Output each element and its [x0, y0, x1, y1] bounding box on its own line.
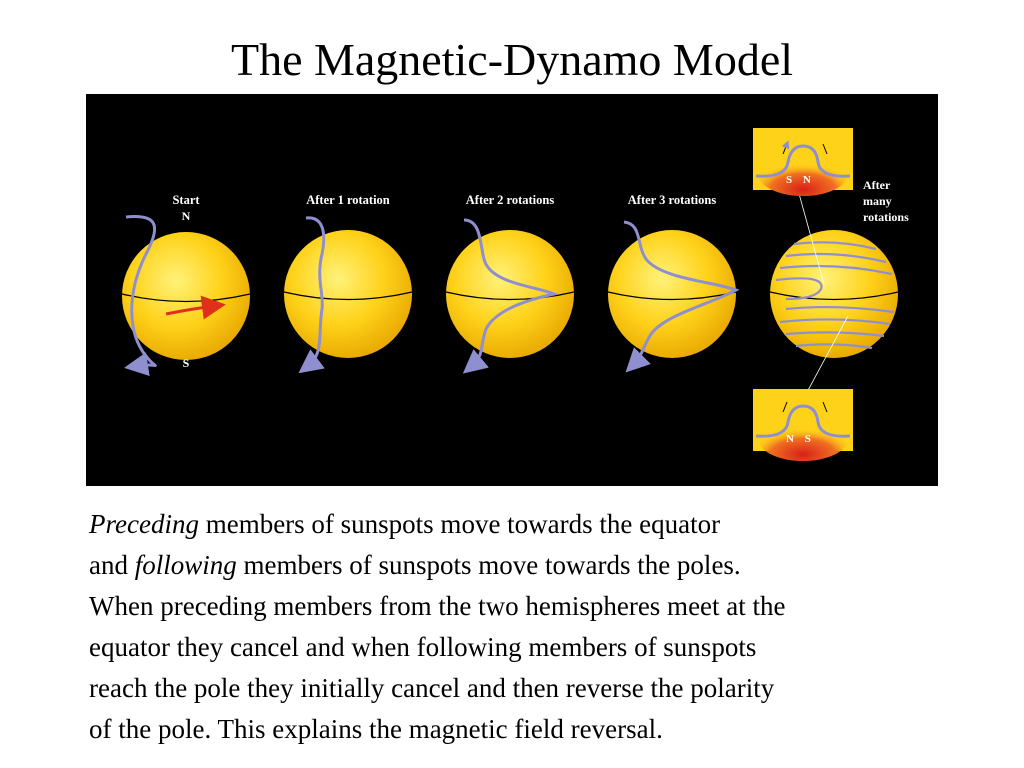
caption-em-following: following: [134, 550, 237, 580]
caption-text: and: [89, 550, 135, 580]
stage-label-after-many: After many rotations: [863, 177, 943, 225]
sun-after-3: [607, 220, 740, 373]
caption-line-3: When preceding members from the two hemi…: [89, 591, 786, 621]
stage-label-after-2: After 2 rotations: [465, 193, 555, 207]
field-line-after-1: [298, 216, 326, 374]
sun-after-2: [445, 218, 575, 374]
equator-line: [607, 291, 737, 301]
caption-line-2: and following members of sunspots move t…: [89, 545, 989, 586]
inset-bottom-loop: [755, 404, 851, 438]
after-many-line: rotations: [863, 210, 909, 224]
after-many-line: After: [863, 178, 891, 192]
wound-field-lines: [775, 241, 895, 350]
slide-title: The Magnetic-Dynamo Model: [230, 34, 794, 85]
field-line-start: [124, 214, 157, 377]
stage-label-start: Start: [172, 193, 200, 207]
field-line-after-3: [623, 220, 740, 373]
caption-line-4: equator they cancel and when following m…: [89, 632, 757, 662]
pointer-line-bottom: [805, 315, 849, 395]
sun-sphere-after-many: [770, 230, 898, 358]
rotation-arrow: [165, 295, 226, 320]
pointer-line-top: [797, 189, 825, 285]
dynamo-diagram: Start N S After 1 rotation After 2 rotat…: [86, 94, 938, 486]
after-many-line: many: [863, 194, 892, 208]
stage-label-after-3: After 3 rotations: [627, 193, 717, 207]
south-pole-label: S: [182, 356, 190, 370]
sun-start: [121, 214, 251, 377]
caption-line-1: Preceding members of sunspots move towar…: [89, 504, 989, 545]
inset-top-polarity: S N: [786, 174, 815, 186]
equator-line: [445, 291, 575, 301]
equator-line: [283, 291, 413, 301]
caption-em-preceding: Preceding: [89, 509, 199, 539]
inset-bottom: [753, 389, 853, 461]
north-pole-label: N: [181, 209, 191, 223]
sun-after-many: [769, 189, 899, 395]
sun-sphere-start: [122, 232, 250, 360]
caption-line-5: reach the pole they initially cancel and…: [89, 673, 775, 703]
diagram-svg: [121, 128, 899, 461]
sun-sphere-after-1: [284, 230, 412, 358]
sun-after-1: [283, 216, 413, 374]
caption: Preceding members of sunspots move towar…: [89, 504, 989, 750]
sun-sphere-after-3: [608, 230, 736, 358]
equator-line: [769, 291, 899, 301]
equator-line: [121, 293, 251, 303]
caption-text: members of sunspots move towards the equ…: [198, 509, 721, 539]
inset-top-loop: [755, 144, 851, 178]
sun-sphere-after-2: [446, 230, 574, 358]
inset-bottom-polarity: N S: [786, 433, 815, 445]
inset-top: [753, 128, 853, 196]
stage-label-after-1: After 1 rotation: [306, 193, 390, 207]
caption-text: members of sunspots move towards the pol…: [236, 550, 741, 580]
caption-line-6: of the pole. This explains the magnetic …: [89, 714, 663, 744]
field-line-after-2: [462, 218, 559, 374]
